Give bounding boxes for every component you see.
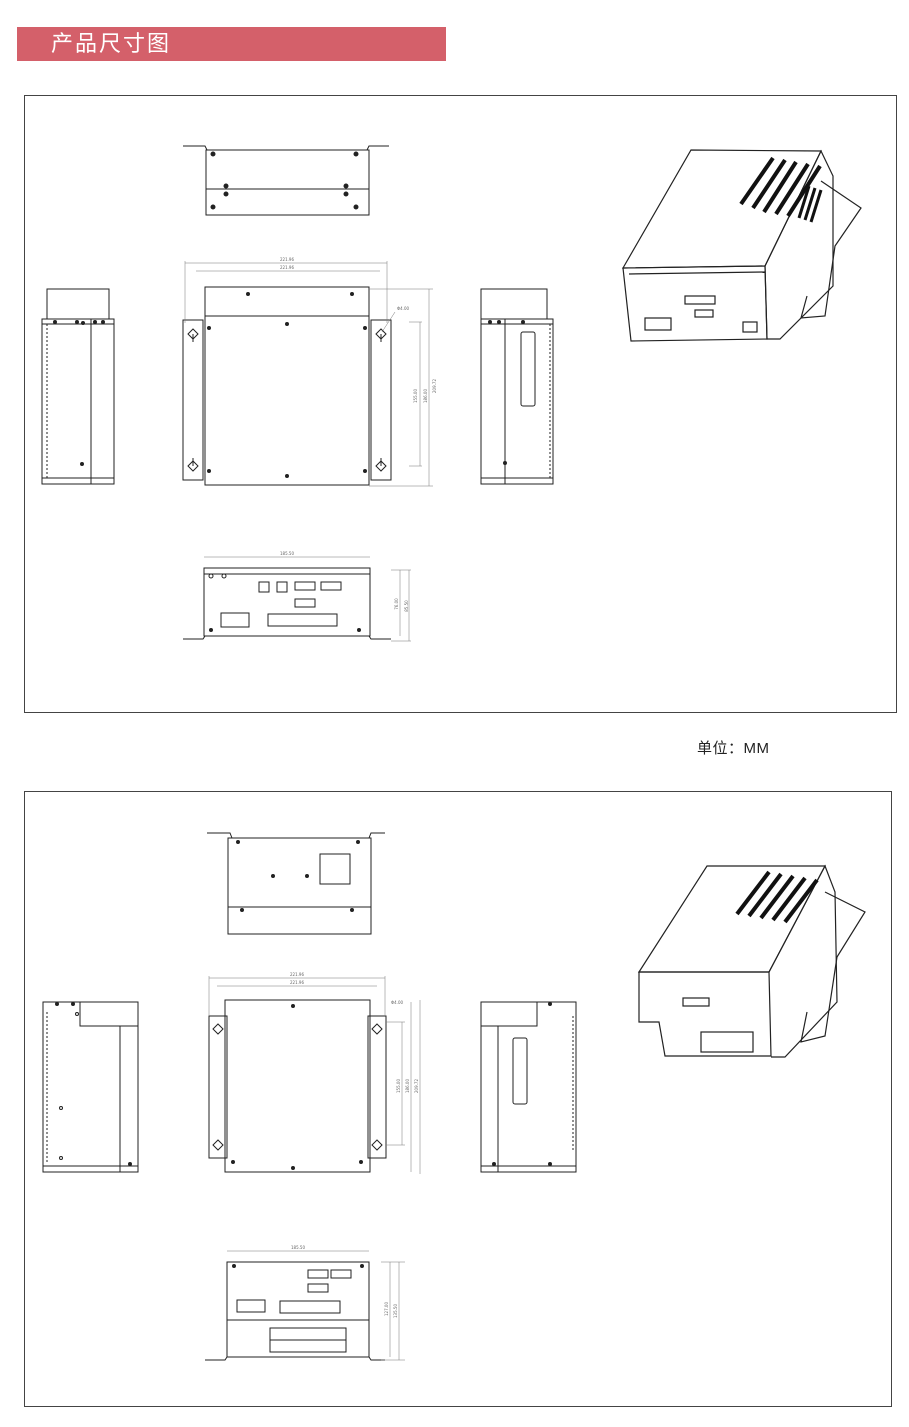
units-note: 单位：MM bbox=[697, 740, 770, 757]
dim-height-inner: 76.00 bbox=[394, 598, 399, 610]
dim-height-outer: 85.50 bbox=[404, 600, 409, 612]
dim-width-inner: 221.96 bbox=[280, 265, 294, 270]
drawing-1-svg: 221.96 221.96 Φ4.00 155.00 186.00 209.72… bbox=[41, 145, 862, 642]
dimension-labels-2: 221.96 221.96 Φ4.00 155.00 186.00 209.72… bbox=[290, 972, 419, 1318]
rear-io-view-2 bbox=[205, 1261, 385, 1361]
dimension-lines-2 bbox=[208, 976, 421, 1361]
dim-height-outer-2: 135.50 bbox=[393, 1304, 398, 1318]
left-side-view-2 bbox=[42, 1001, 139, 1173]
dimension-lines-1 bbox=[184, 261, 433, 642]
front-view-bottom bbox=[182, 286, 392, 486]
dim-depth-outer: 209.72 bbox=[432, 379, 437, 393]
dim-hole-pitch: 155.00 bbox=[413, 389, 418, 403]
right-side-view bbox=[480, 288, 554, 485]
top-view bbox=[183, 145, 389, 216]
dimension-drawing-1: 221.96 221.96 Φ4.00 155.00 186.00 209.72… bbox=[24, 95, 897, 713]
dim-height-inner-2: 127.00 bbox=[384, 1302, 389, 1316]
dim-hole-2: Φ4.00 bbox=[391, 1000, 404, 1005]
dim-depth-inner-2: 186.00 bbox=[405, 1079, 410, 1093]
left-side-view bbox=[41, 288, 115, 485]
dim-width-inner-2: 221.96 bbox=[290, 980, 304, 985]
dim-rear-width-2: 185.50 bbox=[291, 1245, 305, 1250]
top-view-2 bbox=[207, 832, 385, 935]
right-side-view-2 bbox=[480, 1001, 577, 1173]
isometric-view-1 bbox=[621, 149, 862, 342]
dim-rear-width: 185.50 bbox=[280, 551, 294, 556]
section-title: 产品尺寸图 bbox=[51, 31, 172, 56]
dim-width-outer: 221.96 bbox=[280, 257, 294, 262]
iso-side-vent-1 bbox=[797, 185, 823, 223]
dim-depth-inner: 186.00 bbox=[423, 389, 428, 403]
dim-hole-pitch-2: 155.00 bbox=[396, 1079, 401, 1093]
rear-io-view bbox=[183, 567, 391, 640]
iso-vent-slots-1 bbox=[739, 156, 822, 218]
front-view-2 bbox=[208, 999, 387, 1173]
dim-width-outer-2: 221.96 bbox=[290, 972, 304, 977]
drawing-2-svg: 221.96 221.96 Φ4.00 155.00 186.00 209.72… bbox=[42, 832, 866, 1361]
iso-vent-slots-2 bbox=[735, 870, 819, 924]
dim-depth-outer-2: 209.72 bbox=[414, 1079, 419, 1093]
dim-hole: Φ4.00 bbox=[397, 306, 410, 311]
section-header-banner: 产品尺寸图 bbox=[17, 27, 446, 61]
dimension-labels-1: 221.96 221.96 Φ4.00 155.00 186.00 209.72… bbox=[280, 257, 437, 612]
dimension-drawing-2: 221.96 221.96 Φ4.00 155.00 186.00 209.72… bbox=[24, 791, 892, 1407]
